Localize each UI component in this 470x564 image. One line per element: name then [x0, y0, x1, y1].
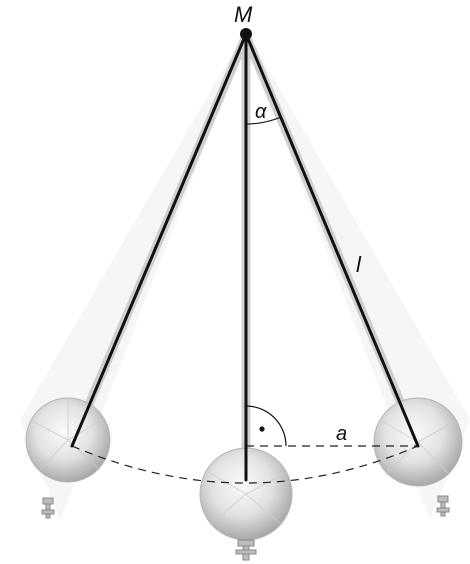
swing-arc — [71, 445, 419, 484]
right-rod — [244, 32, 420, 448]
angle-label: α — [255, 101, 267, 123]
angle-alpha-arc — [245, 116, 282, 125]
middle-pendulum-bob — [199, 447, 293, 561]
length-label: l — [356, 252, 362, 277]
pivot-point — [240, 28, 252, 40]
background-shading — [20, 30, 470, 520]
right-angle-marker — [245, 405, 287, 447]
pivot-label: M — [234, 2, 253, 27]
left-rod — [70, 32, 248, 448]
right-pendulum-bob — [373, 397, 463, 517]
left-pendulum-bob — [25, 397, 111, 519]
offset-label: a — [336, 423, 347, 445]
